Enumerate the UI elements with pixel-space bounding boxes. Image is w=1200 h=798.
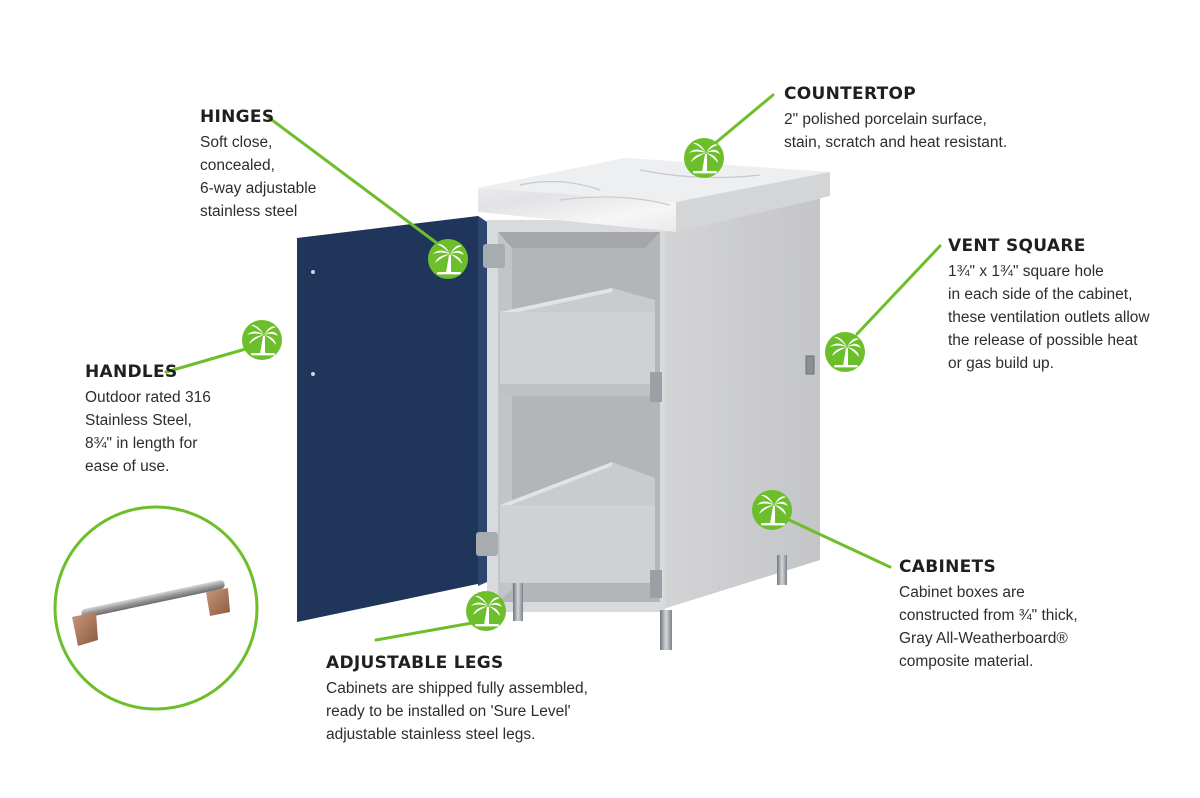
leader-line-handles: [164, 346, 251, 374]
leader-line-hinges: [266, 115, 440, 246]
callout-title: ADJUSTABLE LEGS: [326, 653, 504, 673]
palm-tree-badge-icon: [466, 591, 506, 631]
leader-line-countertop: [711, 93, 775, 147]
callout-title: HANDLES: [85, 362, 178, 382]
callout-text: Cabinets are shipped fully assembled,: [326, 680, 588, 697]
leader-line-vent-square: [855, 244, 942, 336]
callout-text: 8¾" in length for: [85, 435, 198, 452]
lower-drawer: [500, 462, 662, 598]
callout-hinges: HINGES Soft close, concealed, 6-way adju…: [200, 107, 316, 223]
cabinet-door: [297, 216, 487, 622]
cabinet-side-panel: [660, 196, 820, 610]
callout-vent-square: VENT SQUARE 1¾" x 1¾" square hole in eac…: [948, 236, 1150, 375]
callout-text: 1¾" x 1¾" square hole: [948, 263, 1104, 280]
hinge-lower: [476, 532, 498, 556]
callout-title: VENT SQUARE: [948, 236, 1086, 256]
callout-text: composite material.: [899, 653, 1034, 670]
leg-front-left: [513, 583, 523, 621]
leader-line-cabinets: [785, 517, 892, 569]
callout-text: 6-way adjustable: [200, 180, 317, 197]
callout-text: Gray All-Weatherboard®: [899, 630, 1068, 647]
palm-tree-badge-icon: [825, 332, 865, 372]
callout-text: stain, scratch and heat resistant.: [784, 134, 1008, 151]
palm-tree-badge-icon: [242, 320, 282, 360]
callout-text: Soft close,: [200, 134, 273, 151]
handle-detail-circle: [53, 505, 259, 711]
callout-text: in each side of the cabinet,: [948, 286, 1133, 303]
palm-tree-badge-icon: [428, 239, 468, 279]
palm-tree-badge-icon: [752, 490, 792, 530]
callout-text: Stainless Steel,: [85, 412, 192, 429]
callout-text: these ventilation outlets allow: [948, 309, 1150, 326]
callout-text: the release of possible heat: [948, 332, 1138, 349]
callout-text: Cabinet boxes are: [899, 584, 1025, 601]
callout-title: HINGES: [200, 107, 275, 127]
callout-handles: HANDLES Outdoor rated 316 Stainless Stee…: [85, 362, 211, 478]
callout-text: adjustable stainless steel legs.: [326, 726, 536, 743]
callout-adjustable-legs: ADJUSTABLE LEGS Cabinets are shipped ful…: [326, 653, 588, 746]
callout-text: ready to be installed on 'Sure Level': [326, 703, 571, 720]
callout-text: Outdoor rated 316: [85, 389, 211, 406]
countertop: [478, 158, 830, 232]
upper-drawer: [500, 288, 662, 402]
callout-countertop: COUNTERTOP 2" polished porcelain surface…: [784, 84, 1007, 154]
callout-title: COUNTERTOP: [784, 84, 917, 104]
callout-cabinets: CABINETS Cabinet boxes are constructed f…: [899, 557, 1078, 673]
callout-text: or gas build up.: [948, 355, 1054, 372]
leg-back-right: [777, 555, 787, 585]
leader-line-legs: [374, 621, 474, 642]
callout-text: 2" polished porcelain surface,: [784, 111, 987, 128]
callout-title: CABINETS: [899, 557, 996, 577]
handle-image: [72, 580, 230, 646]
vent-square: [805, 355, 815, 375]
leg-front-right: [660, 610, 672, 650]
hinge-upper: [483, 244, 505, 268]
palm-tree-badge-icon: [684, 138, 724, 178]
callout-text: constructed from ¾" thick,: [899, 607, 1078, 624]
callout-text: concealed,: [200, 157, 275, 174]
callout-text: ease of use.: [85, 458, 170, 475]
callout-text: stainless steel: [200, 203, 298, 220]
